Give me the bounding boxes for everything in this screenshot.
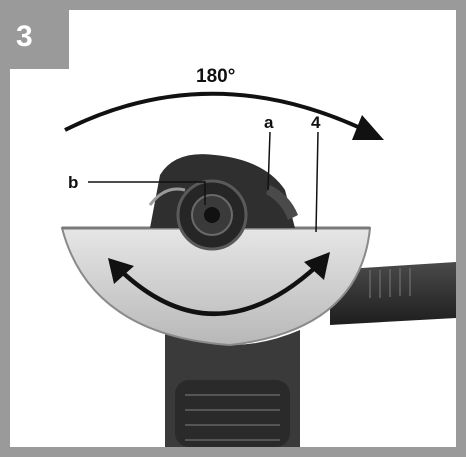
rotation-180-arrowhead <box>352 115 384 140</box>
guard-lever <box>266 185 298 220</box>
grip-ridges <box>185 394 280 441</box>
handle-ribs <box>369 268 411 298</box>
guard-rotation-arrow <box>118 263 320 316</box>
rotation-180-label: 180° <box>196 66 235 87</box>
guard-arrowhead-left <box>108 258 134 284</box>
callout-a-label: a <box>264 113 274 132</box>
side-handle <box>330 262 456 325</box>
callout-a-leader <box>267 131 271 191</box>
step-number-badge: 3 <box>0 0 69 69</box>
callout-b-leader <box>88 181 206 205</box>
spindle-center <box>204 207 220 223</box>
callout-four-label: 4 <box>311 113 321 132</box>
callout-four-leader <box>315 131 319 233</box>
callout-b-label: b <box>68 173 78 192</box>
guard-arrowhead-right <box>304 252 330 280</box>
locking-clip <box>148 187 186 206</box>
disc-guard <box>60 227 372 347</box>
grip-pad <box>175 380 290 447</box>
rotation-180-arrow <box>64 91 376 137</box>
